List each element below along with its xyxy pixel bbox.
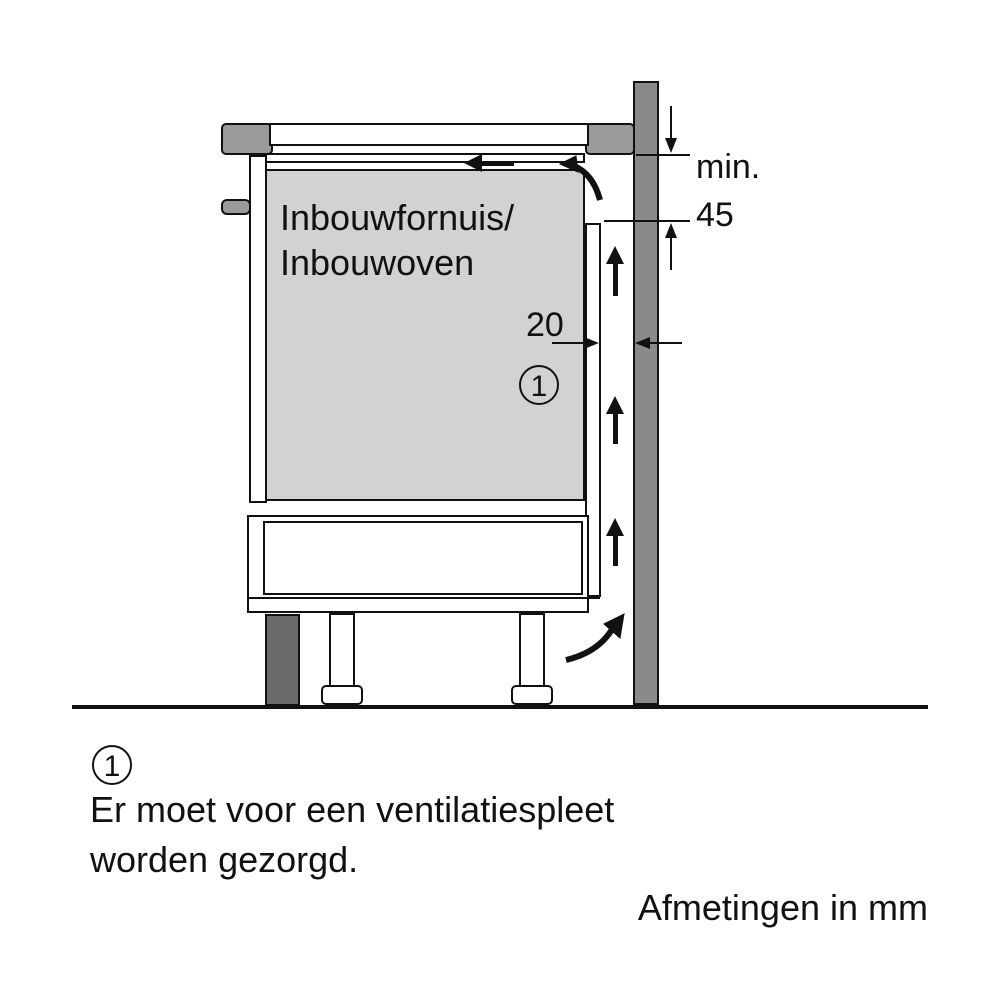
airflow-arrow-bottom [565,624,617,663]
ventilation-marker: 1 [519,365,559,405]
cabinet-side-panel [249,155,267,503]
side-gap-value: 20 [526,306,564,344]
dimension-top-gap [604,106,690,270]
leg-left [329,613,355,689]
airflow-arrow-left [464,154,514,172]
leg-left-foot [321,685,363,705]
knob [221,199,251,215]
airflow-arrow-up-2 [606,396,624,444]
leg-right-foot [511,685,553,705]
airflow-arrows [464,154,625,663]
dimension-side-gap [552,337,682,349]
drawer-inner [263,521,583,595]
legend-marker-number: 1 [104,750,121,783]
units-note: Afmetingen in mm [638,887,928,928]
appliance-label-line2: Inbouwoven [280,242,474,283]
plinth [265,614,300,706]
wall [633,81,659,705]
cabinet-back-panel [585,223,601,597]
hob-body [265,153,585,163]
ventilation-marker-circle [519,365,559,405]
airflow-arrow-bottom-head [603,613,625,639]
legend-text-line1: Er moet voor een ventilatiespleet [90,789,614,830]
hob-glass [269,123,589,146]
top-gap-label-line1: min. [696,148,760,186]
airflow-arrow-top-curve-head [558,155,579,173]
airflow-arrow-up-3 [606,246,624,296]
legend-marker-circle [92,745,132,785]
top-gap-label-line2: 45 [696,196,734,234]
appliance-label-line1: Inbouwfornuis/ [280,197,514,238]
legend-marker: 1 [92,745,132,785]
ventilation-marker-number: 1 [531,370,548,403]
oven-body [265,169,585,501]
worktop-right [585,123,635,155]
airflow-arrow-up-1 [606,518,624,566]
worktop-left [221,123,273,155]
legend-text-line2: worden gezorgd. [89,839,358,880]
leg-right [519,613,545,689]
